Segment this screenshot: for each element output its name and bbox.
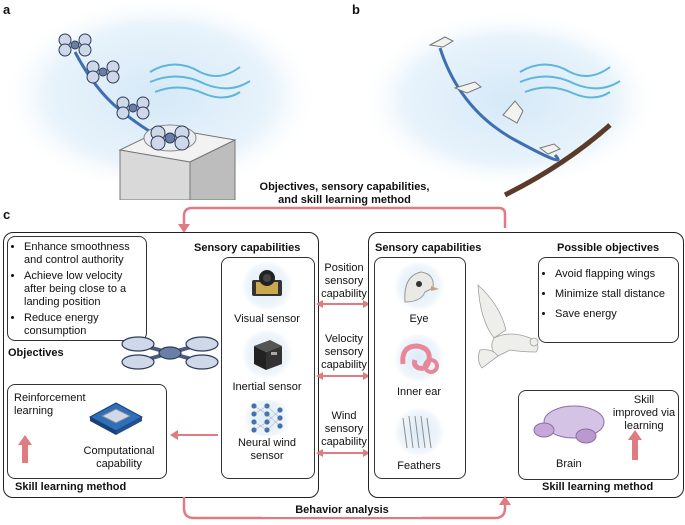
visual-sensor-image bbox=[240, 262, 294, 310]
skill-title-left: Skill learning method bbox=[15, 481, 127, 493]
objective-item: Enhance smoothness and control authority bbox=[24, 241, 144, 267]
objective-item: Save energy bbox=[555, 308, 678, 321]
wind-icon bbox=[519, 63, 621, 99]
up-arrow-icon bbox=[628, 430, 642, 460]
panel-label-c: c bbox=[3, 207, 11, 222]
sensory-title-left: Sensory capabilities bbox=[194, 242, 301, 254]
panel-label-a: a bbox=[3, 2, 11, 17]
brain-label: Brain bbox=[556, 458, 582, 470]
drone-landing-illustration bbox=[0, 0, 320, 200]
inner-ear-label: Inner ear bbox=[396, 386, 442, 398]
inertial-sensor-image bbox=[240, 330, 294, 378]
velocity-capability-label: Velocity sensory capability bbox=[321, 333, 367, 371]
neural-wind-sensor-image bbox=[240, 400, 294, 436]
drone-skill-box bbox=[7, 384, 167, 479]
skill-title-right: Skill learning method bbox=[542, 481, 654, 493]
bottom-arrow-label: Behavior analysis bbox=[262, 504, 422, 517]
up-arrow-icon bbox=[18, 435, 32, 463]
panel-label-b: b bbox=[352, 2, 360, 17]
objectives-title-right: Possible objectives bbox=[557, 242, 660, 254]
brain-image bbox=[533, 405, 605, 444]
position-capability-label: Position sensory capability bbox=[321, 262, 367, 300]
visual-sensor-label: Visual sensor bbox=[234, 313, 300, 325]
quadcopter-image bbox=[121, 336, 219, 370]
wind-icon bbox=[149, 63, 251, 99]
neural-wind-sensor-label: Neural wind sensor bbox=[237, 437, 297, 462]
eye-image bbox=[393, 262, 445, 310]
computational-capability-label: Computational capability bbox=[83, 445, 155, 470]
chip-image bbox=[88, 402, 144, 435]
objectives-title: Objectives bbox=[8, 347, 64, 359]
objectives-box: Enhance smoothness and control authority… bbox=[7, 236, 147, 341]
sensory-title-right: Sensory capabilities bbox=[375, 242, 482, 254]
bird-image bbox=[477, 284, 539, 369]
objective-item: Minimize stall distance bbox=[555, 288, 678, 301]
inertial-sensor-label: Inertial sensor bbox=[232, 381, 302, 393]
top-arrow-label: Objectives, sensory capabilities, and sk… bbox=[259, 181, 430, 206]
feathers-image bbox=[393, 408, 445, 456]
inner-ear-image bbox=[393, 334, 445, 382]
skill-improved-label: Skill improved via learning bbox=[612, 394, 676, 432]
objective-item: Reduce energy consumption bbox=[24, 312, 144, 338]
possible-objectives-box: Avoid flapping wings Minimize stall dist… bbox=[538, 257, 679, 343]
reinforcement-learning-label: Reinforcement learning bbox=[14, 392, 86, 417]
objective-item: Achieve low velocity after being close t… bbox=[24, 270, 144, 309]
bird-landing-illustration bbox=[360, 10, 660, 198]
objective-item: Avoid flapping wings bbox=[555, 268, 678, 281]
feathers-label: Feathers bbox=[397, 460, 441, 472]
wind-capability-label: Wind sensory capability bbox=[321, 410, 367, 448]
eye-label: Eye bbox=[409, 313, 429, 325]
